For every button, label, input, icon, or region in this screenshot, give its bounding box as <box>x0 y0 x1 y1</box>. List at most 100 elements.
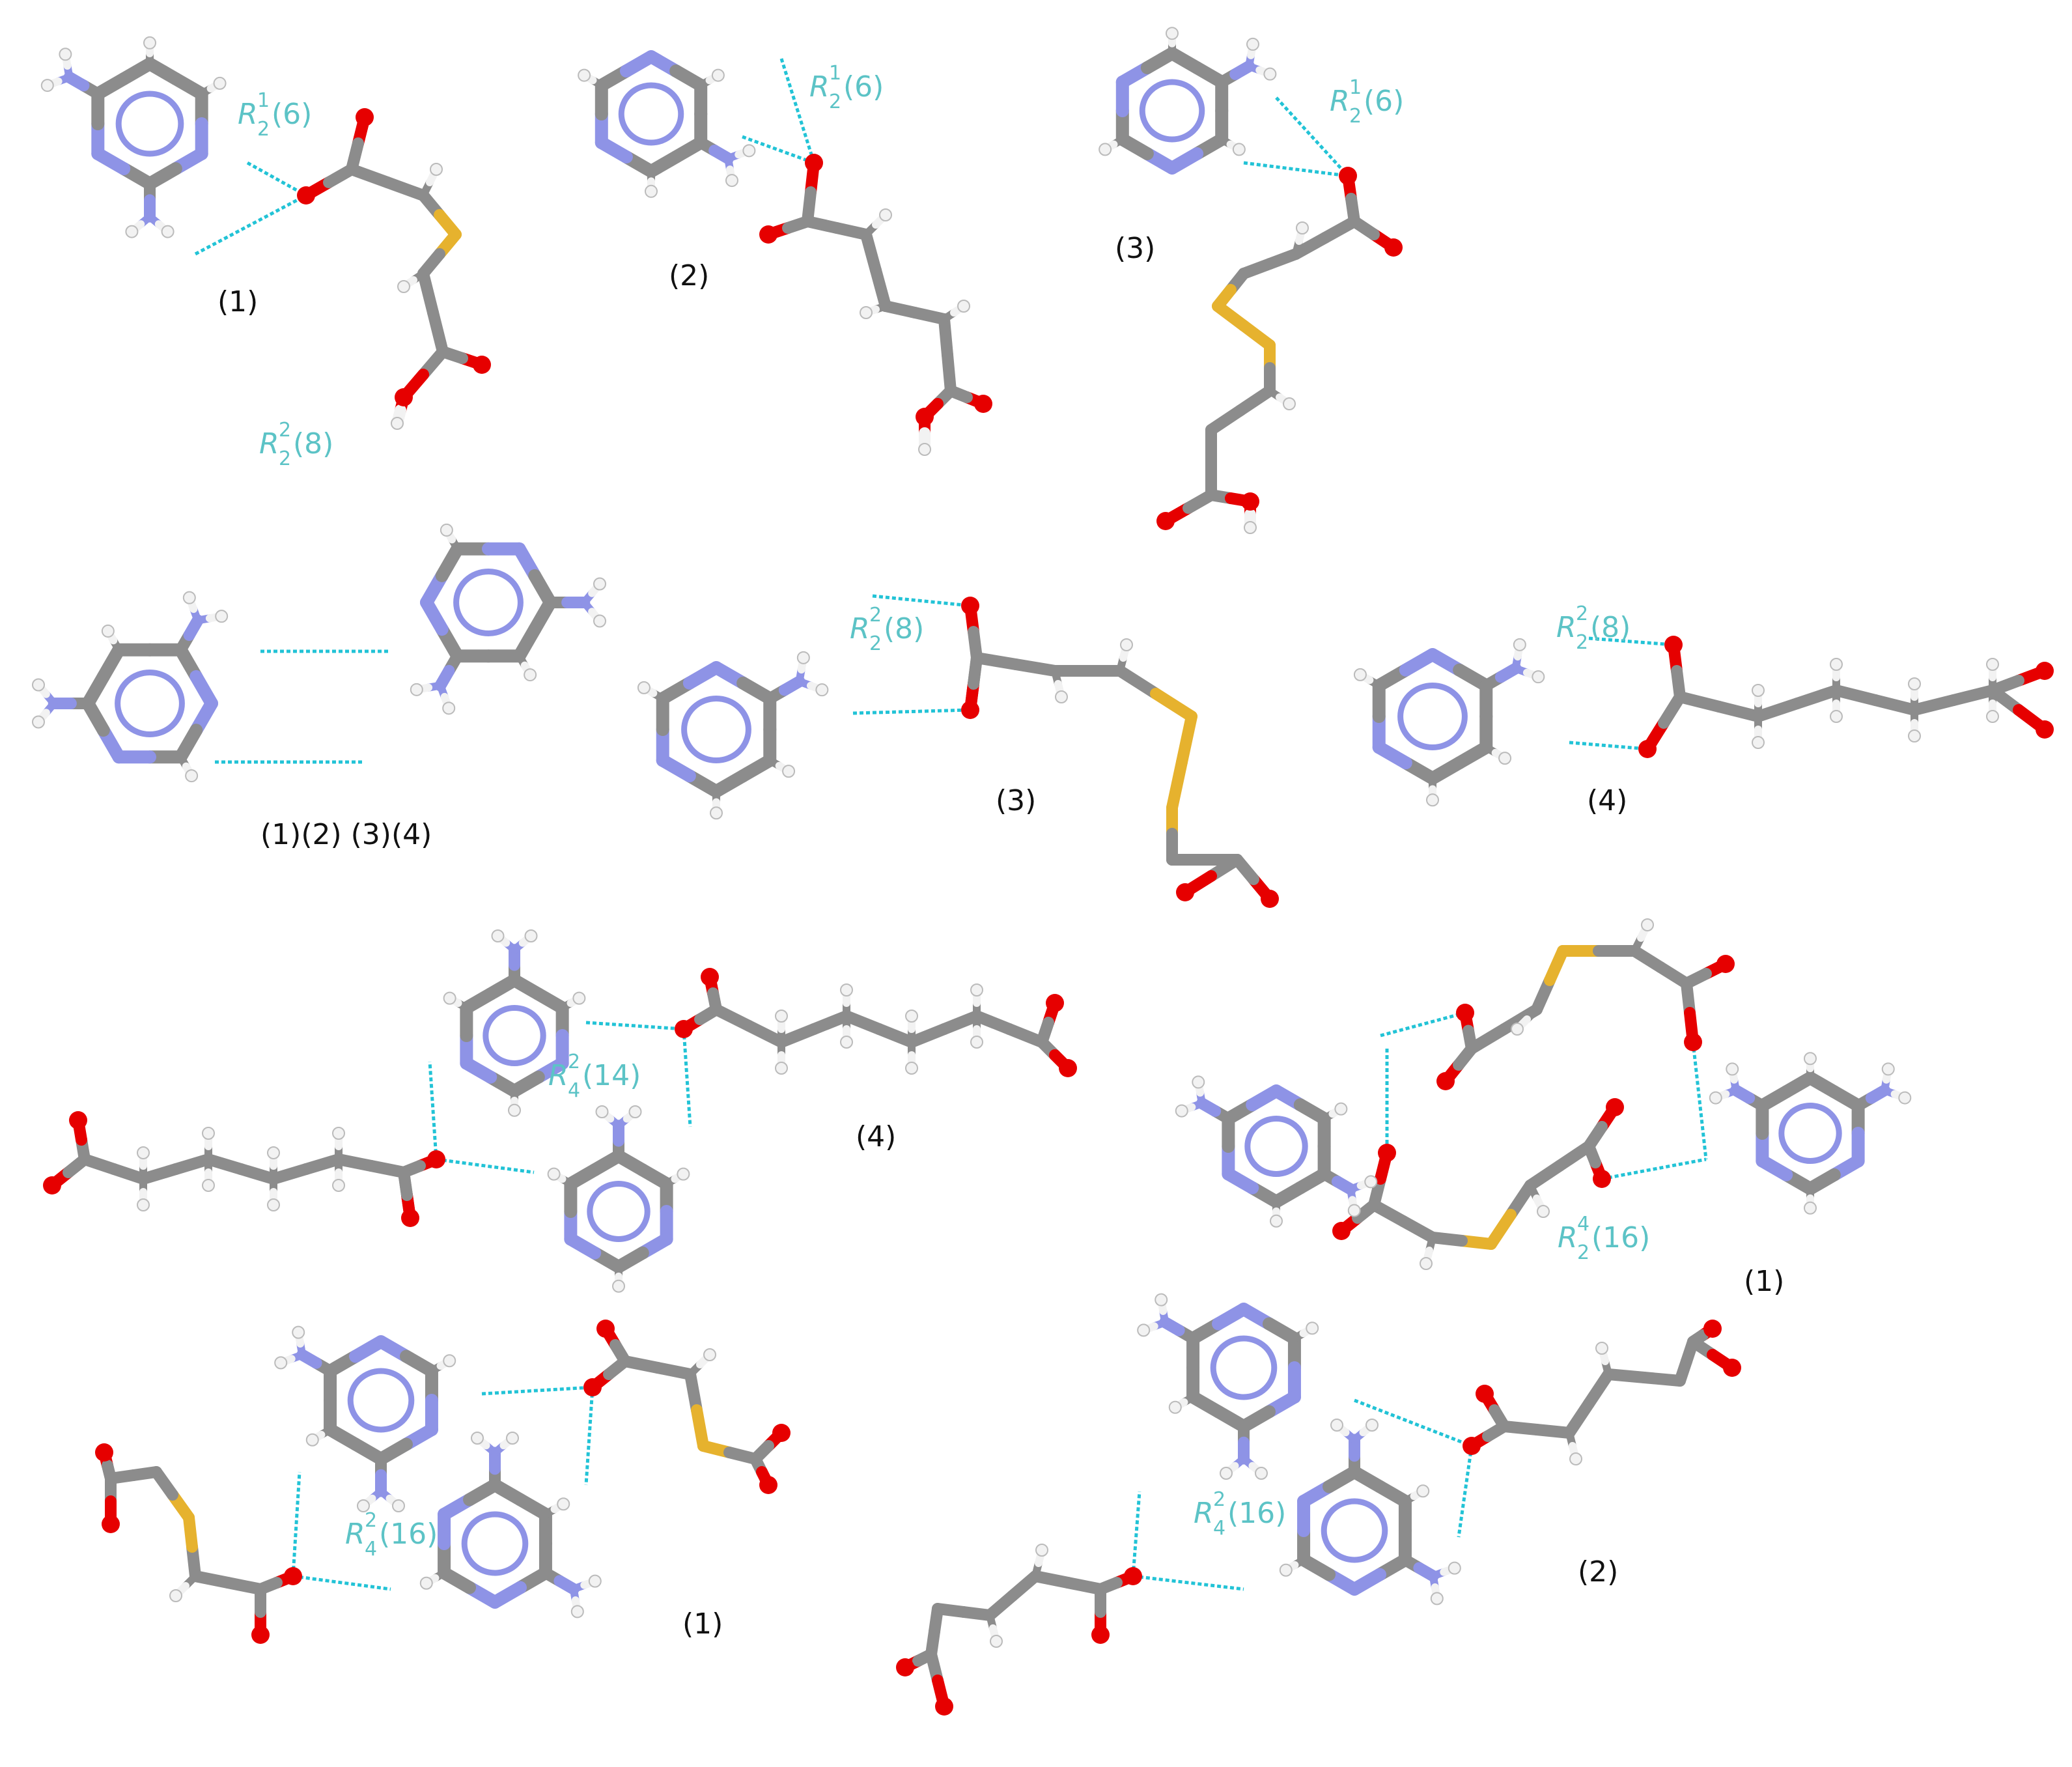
motif-sup: 4 <box>1577 1213 1589 1236</box>
hydrogen-atom <box>990 1635 1003 1648</box>
compound-label-4: (1)(2) (3)(4) <box>260 818 432 851</box>
hydrogen-atom <box>1908 729 1921 742</box>
hydrogen-atom <box>101 624 115 638</box>
motif-ring-size: (16) <box>1227 1497 1286 1530</box>
hydrogen-atom <box>202 1127 215 1140</box>
hydrogen-atom <box>970 983 983 997</box>
hydrogen-atom <box>1430 1592 1444 1605</box>
hydrogen-atom <box>443 991 456 1005</box>
hydrogen-atom <box>1365 1419 1379 1432</box>
hydrogen-atom <box>557 1497 570 1511</box>
hydrogen-atom <box>1426 793 1439 807</box>
bond <box>1830 685 1881 706</box>
hydrogen-atom <box>1448 1561 1461 1575</box>
hydrogen-atom <box>742 144 756 158</box>
aromatic-ring <box>1778 1103 1842 1164</box>
oxygen-atom <box>675 1020 693 1038</box>
hydrogen-atom <box>905 1062 918 1075</box>
hydrogen-atom <box>161 225 175 238</box>
hydrogen-atom <box>1255 1467 1268 1480</box>
aromatic-ring <box>461 1511 529 1576</box>
oxygen-atom <box>1664 636 1683 654</box>
hydrogen-atom <box>506 1432 519 1445</box>
hydrogen-atom <box>918 443 931 456</box>
motif-sup: 2 <box>365 1509 377 1532</box>
hydrogen-atom <box>213 76 227 90</box>
bond <box>942 349 957 397</box>
oxygen-atom <box>102 1515 120 1533</box>
hydrogen-atom <box>1166 27 1179 40</box>
motif-sub: 2 <box>869 632 882 655</box>
hydrogen-atom <box>1263 67 1277 81</box>
hydrogen-atom <box>782 765 796 778</box>
hydrogen-atom <box>677 1167 690 1181</box>
hydrogen-atom <box>1498 752 1512 765</box>
oxygen-atom <box>805 154 823 172</box>
motif-label-6: R 2 2 (8) <box>1556 602 1631 654</box>
oxygen-atom <box>1091 1626 1110 1644</box>
hydrogen-atom <box>1155 1293 1168 1307</box>
bond <box>1563 1398 1595 1439</box>
motif-R: R <box>259 427 279 460</box>
bond <box>420 596 449 636</box>
hydrogen-bond-layer <box>194 58 1708 1591</box>
motif-sub: 2 <box>1577 1241 1589 1264</box>
bond <box>1869 694 1920 716</box>
hydrogen-bond <box>872 594 971 608</box>
hydrogen-atom <box>840 1036 853 1049</box>
motif-sup: 2 <box>568 1051 580 1073</box>
hydrogen-atom <box>628 1105 642 1118</box>
hydrogen-atom <box>710 806 723 820</box>
bond <box>1114 665 1162 700</box>
bond <box>1466 1023 1510 1054</box>
hydrogen-atom <box>1175 1104 1188 1118</box>
motif-ring-size: (8) <box>293 427 333 460</box>
hydrogen-atom <box>1353 668 1367 681</box>
hydrogen-atom <box>202 1179 215 1192</box>
bond <box>1948 685 1998 706</box>
hydrogen-bond <box>1457 1445 1474 1538</box>
aromatic-ring <box>483 1005 546 1066</box>
hydrogen-bond <box>1691 1041 1708 1160</box>
hydrogen-atom <box>572 991 586 1005</box>
hydrogen-atom <box>711 68 725 82</box>
aromatic-ring <box>453 569 524 636</box>
hydrogen-atom <box>796 651 810 664</box>
oxygen-atom <box>1606 1098 1624 1116</box>
oxygen-atom <box>284 1567 302 1585</box>
bond <box>1205 404 1246 436</box>
motif-label-8: R 4 2 (16) <box>1558 1213 1650 1264</box>
hydrogen-atom <box>578 68 591 82</box>
hydrogen-bond <box>1569 741 1648 751</box>
hydrogen-atom <box>524 668 537 682</box>
bond <box>1909 694 1959 716</box>
hydrogen-atom <box>1569 1452 1582 1465</box>
aromatic-ring <box>1139 79 1205 143</box>
hydrogen-atom <box>442 701 456 715</box>
compound-label-8: (1) <box>1744 1265 1784 1298</box>
motif-R: R <box>1330 85 1350 118</box>
hydrogen-bond <box>428 1061 438 1160</box>
hydrogen-atom <box>1244 521 1257 534</box>
bond <box>1554 1140 1595 1172</box>
hydrogen-atom <box>1279 1563 1293 1577</box>
hydrogen-atom <box>588 1574 602 1588</box>
bond <box>971 652 1022 670</box>
hydrogen-atom <box>1168 1400 1182 1414</box>
hydrogen-atom <box>267 1146 280 1159</box>
hydrogen-atom <box>1595 1342 1608 1355</box>
motif-sub: 2 <box>1349 105 1362 128</box>
oxygen-atom <box>1156 512 1175 530</box>
hydrogen-atom <box>1099 143 1112 156</box>
hydrogen-atom <box>137 1146 150 1159</box>
hydrogen-bond <box>779 58 816 163</box>
oxygen-atom <box>583 1378 602 1396</box>
hydrogen-atom <box>593 614 606 628</box>
bond <box>531 987 569 1015</box>
hydrogen-atom <box>215 610 229 623</box>
hydrogen-atom <box>1513 638 1526 651</box>
motif-ring-size: (6) <box>1364 85 1404 118</box>
bond <box>684 1368 703 1416</box>
motif-label-1: R 1 2 (6) <box>238 89 312 141</box>
hydrogen-atom <box>840 983 853 997</box>
